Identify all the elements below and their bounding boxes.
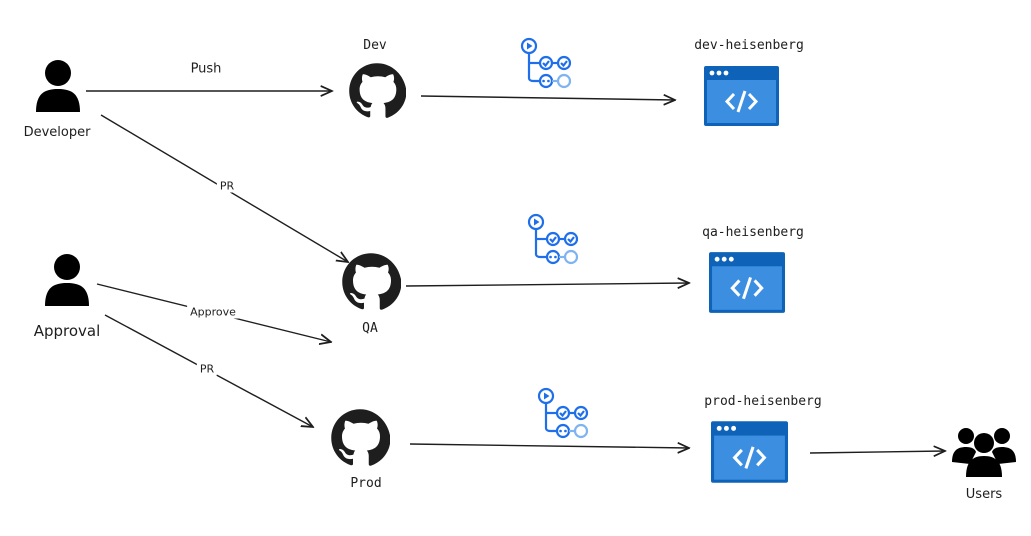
dev-env-label: dev-heisenberg	[694, 38, 804, 53]
edge-label-pr-dev: PR	[216, 179, 238, 193]
dev-repo-label: Dev	[363, 38, 387, 53]
qa-repo	[341, 252, 402, 316]
github-icon	[349, 63, 407, 118]
web-app-icon	[704, 66, 779, 126]
approval-label: Approval	[33, 322, 101, 340]
qa-env-label: qa-heisenberg	[702, 225, 804, 240]
github-icon	[342, 253, 402, 310]
web-app-icon	[711, 421, 788, 483]
web-app-icon	[709, 252, 785, 313]
arrow-qa-to-qa-env	[405, 283, 689, 286]
github-actions-icon	[537, 387, 589, 439]
edge-label-pr-prod: PR	[196, 362, 218, 376]
edge-label-approve: Approve	[187, 305, 239, 319]
edge-label-push: Push	[187, 61, 225, 77]
arrow-prod-env-to-users	[809, 451, 945, 453]
person-icon	[45, 254, 89, 306]
qa-pipeline	[526, 212, 582, 270]
dev-repo	[348, 62, 407, 124]
github-icon	[331, 409, 391, 466]
prod-env	[711, 421, 788, 487]
prod-env-label: prod-heisenberg	[704, 394, 822, 409]
qa-env	[709, 252, 785, 317]
dev-pipeline	[519, 36, 575, 94]
github-actions-icon	[527, 213, 579, 265]
approval-actor	[43, 252, 91, 311]
prod-pipeline	[536, 386, 592, 444]
qa-repo-label: QA	[362, 321, 378, 336]
prod-repo	[330, 408, 391, 472]
users-icon	[952, 428, 1016, 477]
prod-repo-label: Prod	[350, 476, 382, 491]
github-actions-icon	[520, 37, 572, 89]
developer-actor	[34, 58, 82, 117]
arrow-dev-to-dev-env	[420, 96, 675, 100]
developer-label: Developer	[23, 125, 91, 140]
arrow-prod-to-prod-env	[409, 444, 689, 448]
users-actor	[952, 424, 1016, 482]
dev-env	[704, 66, 779, 130]
users-label: Users	[965, 487, 1003, 502]
person-icon	[36, 60, 80, 112]
